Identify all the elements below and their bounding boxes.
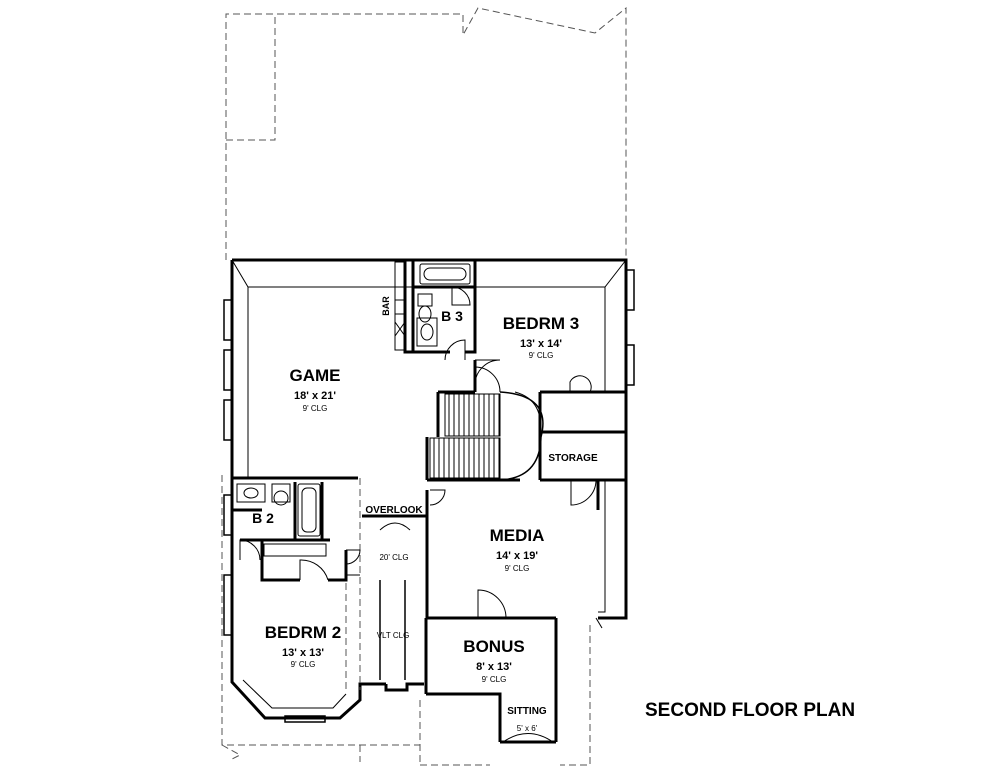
bonus-name: BONUS	[463, 637, 524, 656]
b2-name: B 2	[252, 510, 274, 526]
media-name: MEDIA	[490, 526, 545, 545]
plan-title: SECOND FLOOR PLAN	[645, 700, 855, 721]
doors	[239, 339, 603, 743]
storage-name: STORAGE	[548, 453, 598, 464]
bedrm2-size: 13' x 13'	[282, 647, 324, 659]
bedrm2-ceiling: 9' CLG	[291, 660, 316, 669]
bedrm3-ceiling: 9' CLG	[529, 351, 554, 360]
b3-name: B 3	[441, 308, 463, 324]
bonus-size: 8' x 13'	[476, 661, 512, 673]
bedrm3-size: 13' x 14'	[520, 338, 562, 350]
game-name: GAME	[290, 366, 341, 385]
bedrm3-name: BEDRM 3	[503, 314, 580, 333]
game-size: 18' x 21'	[294, 390, 336, 402]
sitting-name: SITTING	[507, 706, 547, 717]
overlook-ceiling: 20' CLG	[379, 553, 408, 562]
sitting-size: 5' x 6'	[517, 724, 538, 733]
lower-roof-outline	[221, 6, 627, 766]
game-ceiling: 9' CLG	[303, 404, 328, 413]
room-labels: GAME 18' x 21' 9' CLG BEDRM 3 13' x 14' …	[252, 296, 598, 733]
exterior-walls	[230, 258, 628, 744]
overlook-name: OVERLOOK	[365, 505, 423, 516]
staircase	[429, 391, 544, 481]
windows	[223, 269, 635, 723]
bonus-ceiling: 9' CLG	[482, 675, 507, 684]
media-size: 14' x 19'	[496, 550, 538, 562]
bathroom-2-fixtures	[236, 483, 327, 557]
roof-ridge-lines	[231, 259, 627, 709]
vault-ceiling: VLT CLG	[377, 631, 410, 640]
bathroom-3-fixtures	[394, 261, 471, 351]
bedrm2-name: BEDRM 2	[265, 623, 342, 642]
media-ceiling: 9' CLG	[505, 564, 530, 573]
bar-label: BAR	[381, 296, 391, 316]
